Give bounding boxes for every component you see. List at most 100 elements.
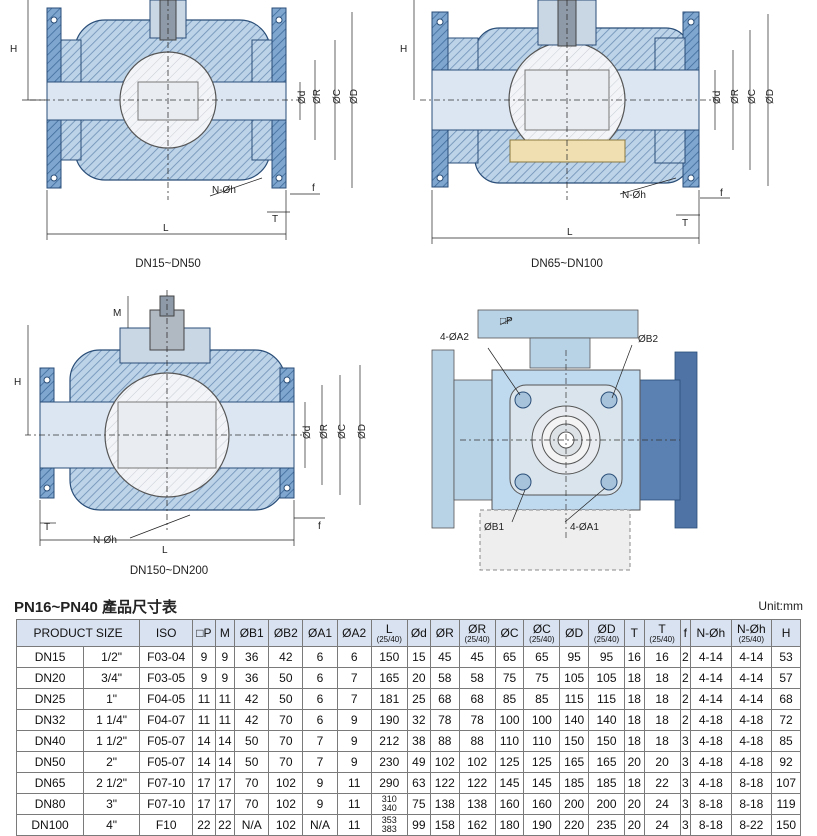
label-p: □P: [500, 316, 513, 327]
table-cell: 4-18: [730, 709, 773, 731]
table-cell: 14: [192, 751, 216, 773]
table-cell: 20: [624, 751, 645, 773]
table-cell: 9: [336, 709, 372, 731]
table-cell: 110: [523, 730, 561, 752]
table-cell: 4-18: [690, 751, 732, 773]
dim-h-label: H: [400, 44, 407, 55]
table-cell: 16: [643, 646, 681, 668]
table-cell: 42: [268, 646, 304, 668]
table-cell: 7: [302, 751, 338, 773]
table-cell: 9: [302, 793, 338, 815]
table-cell: 38: [406, 730, 431, 752]
table-cell: 11: [336, 814, 372, 836]
table-header-cell: H: [771, 619, 801, 647]
table-cell: 70: [268, 730, 304, 752]
table-cell: 140: [588, 709, 626, 731]
table-header-cell: ØA2: [336, 619, 372, 647]
table-cell: F07-10: [139, 793, 194, 815]
label-b1: ØB1: [484, 522, 504, 533]
table-cell: 4-18: [730, 751, 773, 773]
table-cell: 115: [559, 688, 590, 710]
table-cell: 150: [559, 730, 590, 752]
table-cell: 18: [624, 772, 645, 794]
caption-dn15-dn50: DN15~DN50: [135, 258, 201, 270]
table-header-cell: ØA1: [302, 619, 338, 647]
table-cell: 1 1/4": [83, 709, 141, 731]
table-cell: F03-04: [139, 646, 194, 668]
table-cell: 16: [624, 646, 645, 668]
table-cell: 230: [370, 751, 408, 773]
table-header-cell: ØC(25/40): [523, 619, 561, 647]
table-cell: 78: [458, 709, 496, 731]
table-cell: 11: [192, 688, 216, 710]
table-cell: 18: [643, 667, 681, 689]
table-cell: 3: [679, 751, 692, 773]
dim-l-label: L: [567, 227, 573, 238]
table-cell: 125: [523, 751, 561, 773]
table-header-cell: T: [624, 619, 645, 647]
table-cell: 95: [559, 646, 590, 668]
caption-dn150-dn200: DN150~DN200: [129, 565, 209, 577]
table-cell: 3": [83, 793, 141, 815]
table-cell: 36: [234, 646, 270, 668]
table-cell: 100: [523, 709, 561, 731]
table-cell: 68: [429, 688, 460, 710]
table-cell: 25: [406, 688, 431, 710]
table-cell: 6: [302, 688, 338, 710]
table-cell: 102: [458, 751, 496, 773]
table-cell: DN40: [15, 730, 85, 752]
table-cell: 105: [588, 667, 626, 689]
table-cell: 4-14: [690, 667, 732, 689]
table-cell: 110: [494, 730, 525, 752]
table-cell: 15: [406, 646, 431, 668]
table-cell: DN15: [15, 646, 85, 668]
table-cell: 22: [192, 814, 216, 836]
table-cell: 7: [336, 667, 372, 689]
table-cell: 102: [268, 814, 304, 836]
dim-h-label: H: [14, 377, 21, 388]
dim-dd-label: ØD: [349, 89, 360, 104]
table-cell: 180: [494, 814, 525, 836]
table-cell: 88: [458, 730, 496, 752]
table-cell: 4-18: [690, 730, 732, 752]
table-header-cell: ØR: [429, 619, 460, 647]
table-cell: 8-22: [730, 814, 773, 836]
table-cell: 6: [336, 646, 372, 668]
table-cell: F03-05: [139, 667, 194, 689]
unit-label: Unit:mm: [758, 599, 803, 613]
table-header-cell: □P: [192, 619, 216, 647]
table-cell: 1 1/2": [83, 730, 141, 752]
table-cell: 49: [406, 751, 431, 773]
table-cell: 102: [429, 751, 460, 773]
table-cell: 11: [214, 688, 236, 710]
table-cell: 70: [234, 772, 270, 794]
table-header-cell: Ød: [406, 619, 431, 647]
table-cell: F07-10: [139, 772, 194, 794]
table-cell: DN80: [15, 793, 85, 815]
table-cell: 68: [458, 688, 496, 710]
table-cell: 212: [370, 730, 408, 752]
label-4-a1: 4-ØA1: [570, 522, 599, 533]
dim-nh-label: N-Øh: [622, 190, 646, 201]
table-cell: 11: [214, 709, 236, 731]
table-cell: 158: [429, 814, 460, 836]
table-cell: 4-18: [690, 709, 732, 731]
table-cell: 115: [588, 688, 626, 710]
table-cell: 9: [336, 751, 372, 773]
table-cell: 220: [559, 814, 590, 836]
dim-t-label: T: [44, 522, 50, 533]
table-cell: 8-18: [730, 772, 773, 794]
table-cell: 9: [214, 667, 236, 689]
drawing-dn15-dn50: H Ød ØR ØC ØD L N-Øh T f: [0, 0, 400, 285]
table-cell: 4-14: [730, 646, 773, 668]
table-cell: 6: [302, 709, 338, 731]
table-cell: 165: [370, 667, 408, 689]
table-cell: N/A: [234, 814, 270, 836]
flange-bolts: [43, 376, 291, 492]
flange-bolts: [436, 18, 695, 182]
